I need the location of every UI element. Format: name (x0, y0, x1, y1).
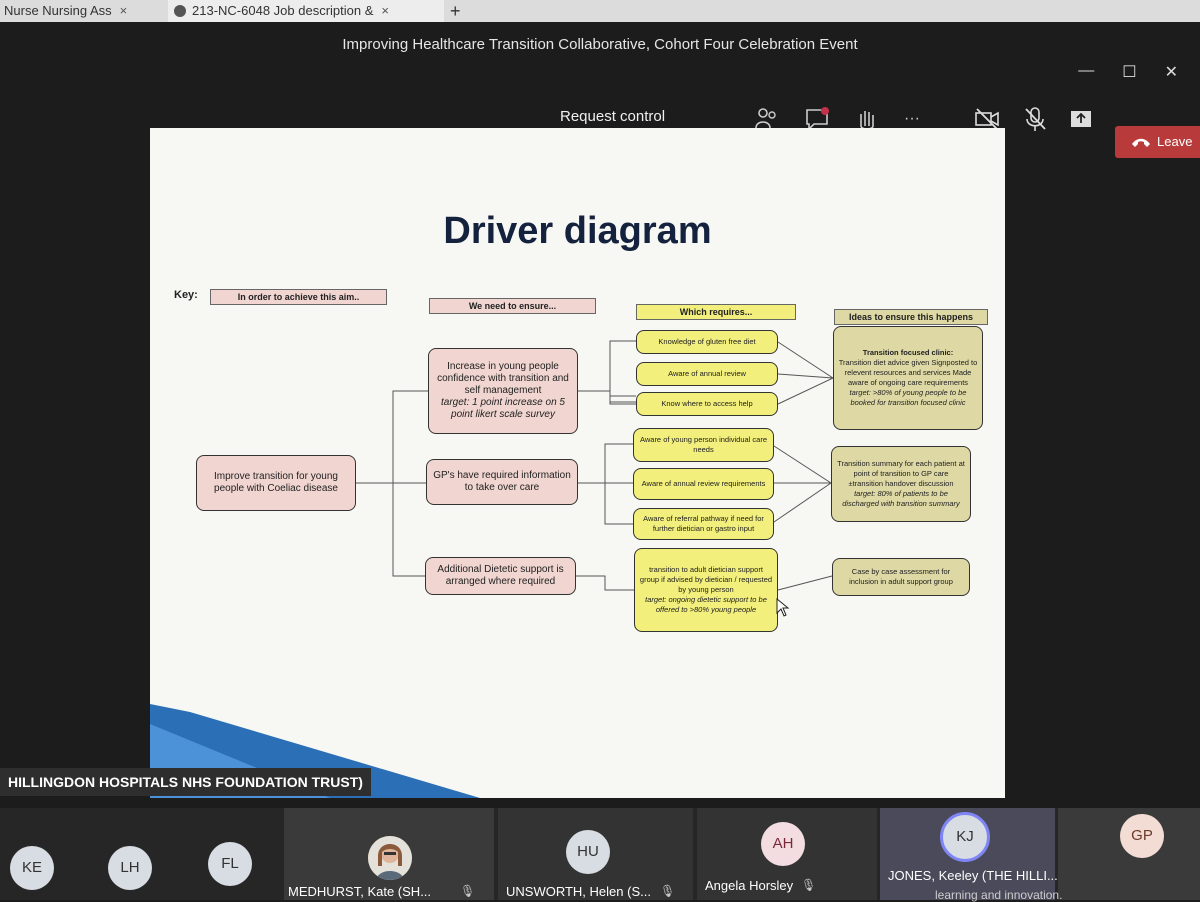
avatar[interactable]: KE (10, 846, 54, 890)
leave-label: Leave (1157, 134, 1193, 149)
requires-annual-review-requirements: Aware of annual review requirements (633, 468, 774, 500)
idea-target: target: 80% of patients to be discharged… (842, 489, 960, 508)
microphone-off-icon: 🎙 (460, 884, 476, 898)
idea-title: Transition focused clinic: (862, 348, 954, 357)
share-screen-icon[interactable] (1066, 104, 1096, 134)
participant-tile-active[interactable]: KJ JONES, Keeley (THE HILLI... (880, 808, 1058, 900)
requires-text: transition to adult dietician support gr… (639, 565, 773, 594)
new-tab-button[interactable]: + (450, 1, 461, 21)
background-text: learning and innovation. (935, 888, 1063, 902)
avatar (368, 836, 412, 880)
browser-tab-strip: Nurse Nursing Ass × 213-NC-6048 Job descr… (0, 0, 1200, 22)
driver-gp: GP's have required information to take o… (426, 459, 578, 505)
idea-case-assessment: Case by case assessment for inclusion in… (832, 558, 970, 596)
microphone-off-icon: 🎙 (801, 878, 817, 892)
requires-target: target: ongoing dietetic support to be o… (645, 595, 767, 614)
participant-name: UNSWORTH, Helen (S... (506, 884, 651, 899)
maximize-button[interactable]: ☐ (1122, 64, 1137, 81)
shared-slide: Driver diagram Key: In order to achieve … (150, 128, 1005, 798)
idea-text: Transition diet advice given Signposted … (838, 358, 978, 387)
close-icon[interactable]: × (119, 3, 128, 18)
aim-box: Improve transition for young people with… (196, 455, 356, 511)
participant-name: Angela Horsley (705, 878, 794, 893)
requires-annual-review-awareness: Aware of annual review (636, 362, 778, 386)
requires-adult-dietician-group: transition to adult dietician support gr… (634, 548, 778, 632)
key-aim-header: In order to achieve this aim.. (210, 289, 387, 305)
chat-icon[interactable] (802, 104, 832, 134)
key-requires-header: Which requires... (636, 304, 796, 320)
avatar: GP (1120, 814, 1164, 858)
close-icon[interactable]: × (381, 3, 389, 18)
presenter-organization: HILLINGDON HOSPITALS NHS FOUNDATION TRUS… (0, 768, 371, 796)
leave-button[interactable]: Leave (1115, 126, 1200, 158)
window-title: Improving Healthcare Transition Collabor… (342, 36, 858, 53)
camera-off-icon[interactable] (972, 104, 1002, 134)
idea-transition-clinic: Transition focused clinic: Transition di… (833, 326, 983, 430)
idea-target: target: >80% of young people to be booke… (849, 388, 967, 407)
participant-tile[interactable]: MEDHURST, Kate (SH... 🎙 (284, 808, 494, 900)
avatar: HU (566, 830, 610, 874)
mouse-cursor-icon (776, 598, 790, 617)
phone-hangup-icon (1132, 138, 1150, 147)
key-label: Key: (174, 289, 198, 301)
request-control-button[interactable]: Request control (560, 108, 666, 125)
meeting-toolbar: Request control ··· (0, 96, 1200, 146)
key-ensure-header: We need to ensure... (429, 298, 596, 314)
participant-tile[interactable]: GP (1058, 808, 1200, 900)
driver-confidence: Increase in young people confidence with… (428, 348, 578, 434)
raise-hand-icon[interactable] (852, 104, 882, 134)
requires-gluten-free-knowledge: Knowledge of gluten free diet (636, 330, 778, 354)
participant-name: JONES, Keeley (THE HILLI... (888, 868, 1058, 883)
more-options-button[interactable]: ··· (904, 110, 920, 127)
participants-strip: KE LH FL MEDHURST, Kate (SH... 🎙 HU UNSW… (0, 808, 1200, 900)
microphone-off-icon[interactable] (1020, 104, 1050, 134)
avatar: KJ (940, 812, 990, 862)
close-window-button[interactable]: ✕ (1164, 64, 1178, 81)
participant-name: MEDHURST, Kate (SH... (288, 884, 432, 899)
avatar[interactable]: LH (108, 846, 152, 890)
key-ideas-header: Ideas to ensure this happens (834, 309, 988, 325)
participant-photo (368, 836, 412, 880)
microphone-off-icon: 🎙 (660, 884, 676, 898)
tab-label: 213-NC-6048 Job description & (192, 3, 374, 18)
requires-access-help: Know where to access help (636, 392, 778, 416)
idea-text: Transition summary for each patient at p… (837, 459, 965, 488)
tab-label: Nurse Nursing Ass (4, 3, 112, 18)
avatar: AH (761, 822, 805, 866)
participants-icon[interactable] (752, 104, 782, 134)
avatar[interactable]: FL (208, 842, 252, 886)
diagram-connectors (356, 340, 834, 591)
driver-target: target: 1 point increase on 5 point like… (441, 397, 565, 420)
driver-dietetic: Additional Dietetic support is arranged … (425, 557, 576, 595)
browser-tab-job-description[interactable]: 213-NC-6048 Job description & × (168, 0, 444, 22)
requires-individual-care-needs: Aware of young person individual care ne… (633, 428, 774, 462)
driver-text: Increase in young people confidence with… (437, 361, 569, 396)
participant-tile[interactable]: HU UNSWORTH, Helen (S... 🎙 (498, 808, 693, 900)
idea-transition-summary: Transition summary for each patient at p… (831, 446, 971, 522)
browser-tab-nursing[interactable]: Nurse Nursing Ass × (0, 0, 164, 22)
requires-referral-pathway: Aware of referral pathway if need for fu… (633, 508, 774, 540)
slide-title: Driver diagram (443, 210, 712, 252)
minimize-button[interactable]: — (1078, 62, 1095, 79)
globe-icon (174, 5, 186, 17)
participant-tile[interactable]: AH Angela Horsley 🎙 (697, 808, 877, 900)
window-controls: — ☐ ✕ (1078, 62, 1178, 82)
